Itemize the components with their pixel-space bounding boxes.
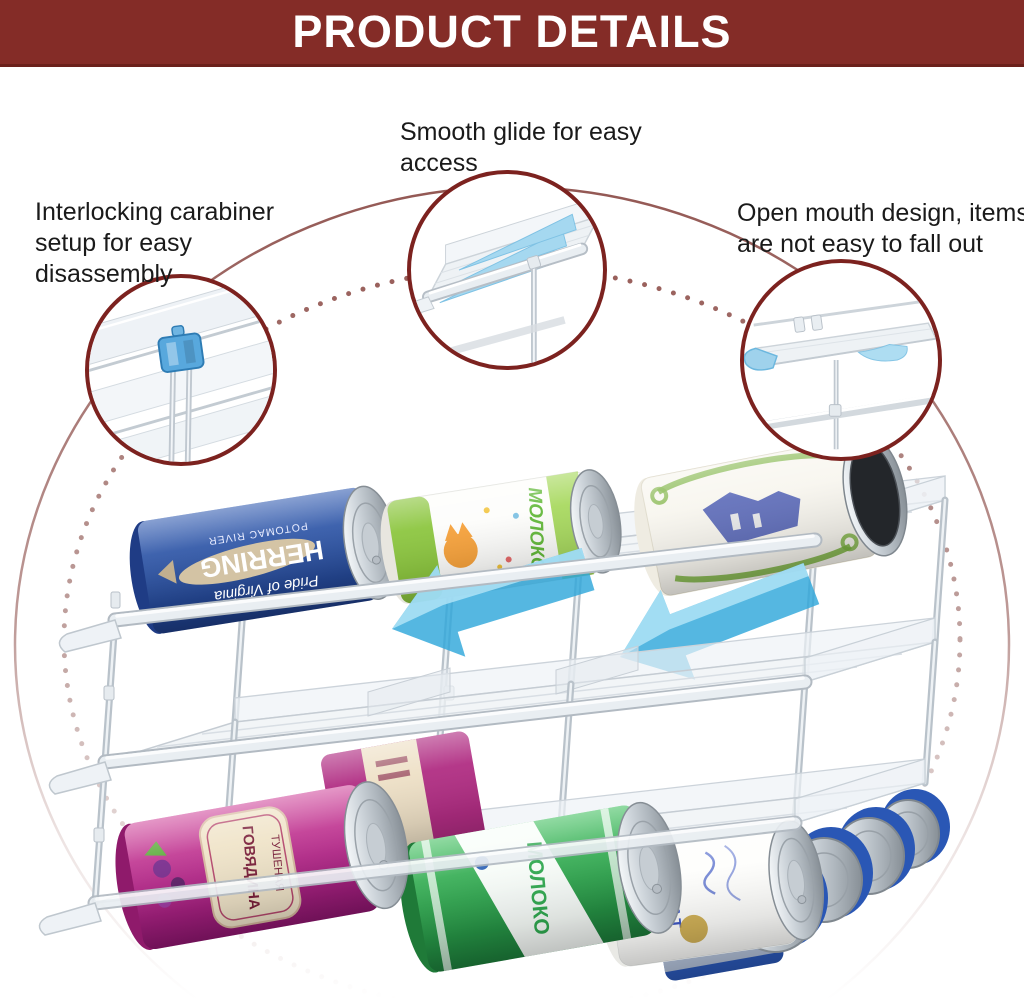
middle-shelf-end-wall bbox=[804, 617, 936, 683]
bottom-shelf-mouth-lip bbox=[38, 902, 102, 936]
callout-glide bbox=[407, 170, 607, 370]
carabiner-detail-illustration bbox=[89, 278, 273, 462]
feature-label-interlocking: Interlocking carabiner setup for easy di… bbox=[35, 198, 275, 288]
top-shelf-front-rail bbox=[107, 532, 823, 628]
middle-shelf bbox=[104, 617, 936, 763]
carabiner-clip bbox=[110, 591, 121, 609]
beef-stew-can: ГОВЯДИНА ТУШЕНАЯ bbox=[115, 781, 409, 950]
glide-wedge bbox=[458, 213, 577, 271]
glide-detail-illustration bbox=[411, 196, 601, 366]
callout-open-mouth bbox=[740, 259, 942, 461]
callout-carabiner bbox=[85, 274, 277, 466]
divider-fin bbox=[555, 645, 639, 695]
baby-milk-can-lid bbox=[569, 469, 622, 574]
middle-shelf-front-rail bbox=[97, 674, 813, 770]
bottom-shelf-end-wall bbox=[794, 758, 926, 824]
middle-shelf-mouth-lip bbox=[48, 761, 112, 795]
bottom-shelf-front-rail bbox=[87, 815, 803, 911]
open-mouth-lip bbox=[744, 347, 778, 371]
top-shelf-mouth-lip bbox=[58, 619, 122, 653]
carabiner-clip-icon bbox=[157, 325, 205, 373]
open-mouth-lip bbox=[857, 343, 908, 362]
page-title: PRODUCT DETAILS bbox=[292, 6, 732, 57]
open-mouth-detail-illustration bbox=[744, 298, 938, 450]
feature-label-smooth-glide: Smooth glide for easy access bbox=[400, 118, 642, 177]
divider-fin bbox=[367, 667, 451, 717]
feature-label-open-mouth: Open mouth design, items are not easy to… bbox=[737, 199, 1024, 258]
header-banner: PRODUCT DETAILS bbox=[0, 0, 1024, 67]
